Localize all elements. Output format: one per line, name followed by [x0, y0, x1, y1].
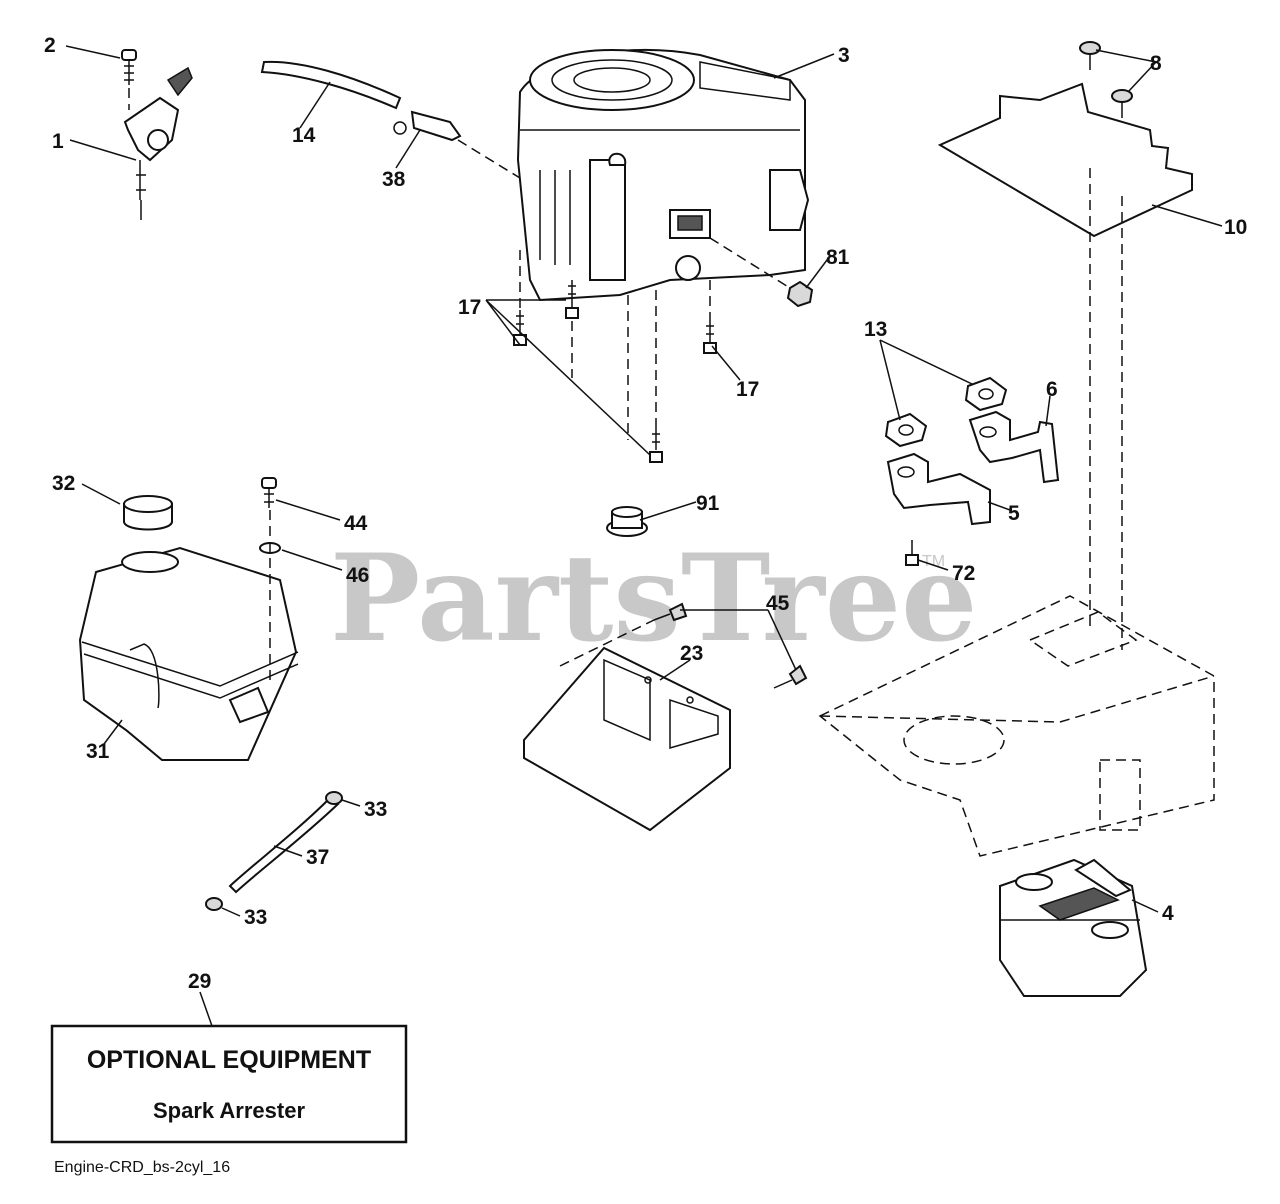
bolt-part-17-d	[703, 320, 717, 354]
label-part-1: 1	[52, 130, 64, 153]
clamp-part-33-b	[205, 897, 223, 911]
spacer-part	[606, 506, 648, 537]
label-part-4: 4	[1162, 902, 1174, 925]
exhaust-pipe-part-5	[886, 452, 991, 526]
fuel-filter-part	[393, 110, 521, 179]
engine-part	[516, 49, 810, 302]
leader-lines	[65, 45, 1223, 1027]
label-part-38: 38	[382, 168, 406, 191]
frame-plate	[818, 595, 1215, 857]
label-part-17-right: 17	[736, 378, 759, 401]
screw-part-44	[261, 477, 277, 508]
optional-equipment-subtitle: Spark Arrester	[153, 1098, 305, 1123]
label-part-91: 91	[696, 492, 720, 515]
diagram-caption: Engine-CRD_bs-2cyl_16	[54, 1159, 230, 1176]
label-part-13: 13	[864, 318, 887, 341]
label-part-3: 3	[838, 44, 850, 67]
label-part-29: 29	[188, 970, 211, 993]
throttle-control-part	[123, 66, 193, 220]
muffler-part	[999, 858, 1148, 997]
screw-part-8	[1079, 41, 1133, 118]
optional-equipment-box: OPTIONAL EQUIPMENT Spark Arrester	[50, 1024, 408, 1144]
watermark: PartsTree	[330, 528, 977, 669]
bolt-part-17-a	[513, 310, 527, 346]
clamp-part-33-a	[325, 791, 343, 805]
label-part-17-left: 17	[458, 296, 481, 319]
label-part-2: 2	[44, 34, 56, 57]
label-part-72: 72	[952, 562, 975, 585]
label-part-32: 32	[52, 472, 75, 495]
label-part-46: 46	[346, 564, 369, 587]
label-part-45: 45	[766, 592, 790, 615]
bolt-part-17-c	[649, 428, 663, 463]
watermark-trademark: TM	[922, 553, 945, 570]
label-part-10: 10	[1224, 216, 1247, 239]
screw-part-2	[121, 49, 137, 110]
fuel-cap-part	[123, 495, 173, 531]
exhaust-pipe-part-6	[968, 410, 1060, 484]
bracket-part	[523, 646, 731, 832]
label-part-37: 37	[306, 846, 329, 869]
label-part-44: 44	[344, 512, 368, 535]
label-part-31: 31	[86, 740, 110, 763]
vent-hose-part	[228, 796, 340, 894]
label-part-5: 5	[1008, 502, 1020, 525]
screw-part-45	[559, 602, 808, 689]
label-part-8: 8	[1150, 52, 1162, 75]
optional-equipment-title: OPTIONAL EQUIPMENT	[87, 1046, 371, 1074]
fuel-tank-part	[78, 546, 299, 761]
label-part-33-bottom: 33	[244, 906, 267, 929]
label-part-33-top: 33	[364, 798, 387, 821]
label-part-14: 14	[292, 124, 316, 147]
label-part-81: 81	[826, 246, 850, 269]
fuel-hose-part	[260, 60, 402, 110]
bolt-part-17-b	[565, 280, 579, 319]
gasket-part-13	[884, 376, 1008, 448]
heat-shield-part	[937, 82, 1193, 238]
label-part-6: 6	[1046, 378, 1058, 401]
label-part-23: 23	[680, 642, 703, 665]
